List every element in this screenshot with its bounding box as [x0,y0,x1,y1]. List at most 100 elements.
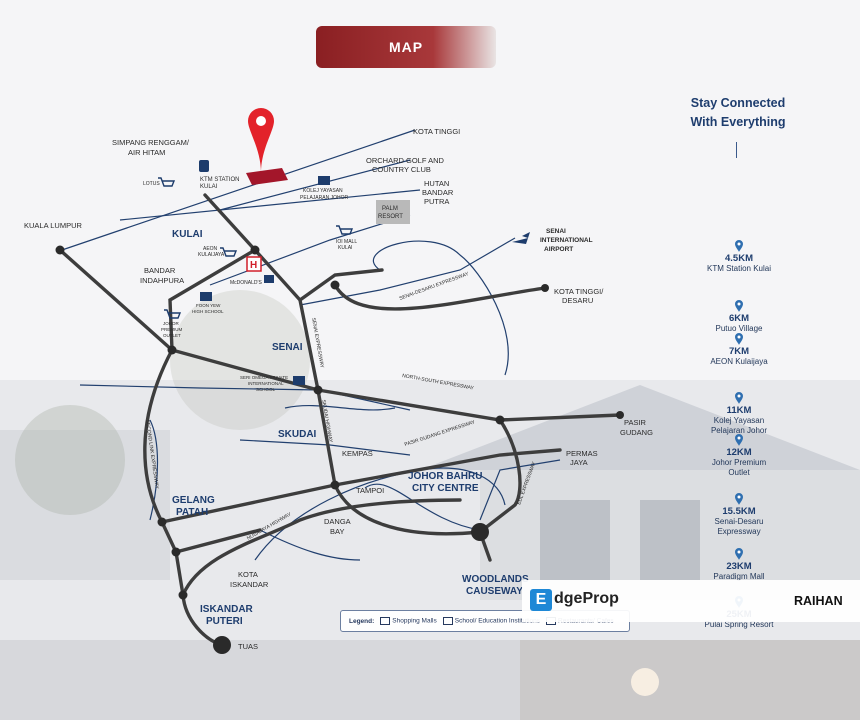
distance-place-2: Expressway [717,527,761,536]
label-hutan: HUTAN [424,179,449,188]
location-pin-icon [735,548,743,560]
label-country-club: COUNTRY CLUB [372,165,431,174]
distance-place: Senai-Desaru [714,517,764,526]
label-seri-omega: SERI OMEGA PRIVATE [240,375,288,380]
label-danga: DANGA [324,517,351,526]
school-icon [442,617,453,625]
location-pin-icon [735,333,743,345]
area-gelang-patah: GELANG [172,495,215,506]
location-pin-icon [735,392,743,404]
distance-place: KTM Station Kulai [706,264,772,273]
distance-place: Johor Premium [711,458,767,467]
label-kulaijaya: KULAIJAYA [198,252,225,258]
road-north-south: NORTH-SOUTH EXPRESSWAY [402,373,475,392]
area-kulai: KULAI [172,229,203,240]
label-palm: PALM [382,206,398,212]
location-pin-icon [735,300,743,312]
label-airport: AIRPORT [544,246,573,253]
label-desaru: DESARU [562,296,593,305]
legend-schools-label: School/ Education Institutions [454,617,541,625]
distance-place-2: Pelajaran Johor [710,426,768,435]
distance-place: Putuo Village [715,324,763,333]
label-indahpura: INDAHPURA [140,276,184,285]
area-woodlands-2: CAUSEWAY [466,586,523,597]
label-high-school: HIGH SCHOOL [192,309,224,314]
area-jb-city: JOHOR BAHRU [408,471,482,482]
map-title: MAP [316,26,496,68]
label-simpang-renggam: SIMPANG RENGGAM/ [112,138,190,147]
label-foon-yew: FOON YEW [196,303,221,308]
label-international: INTERNATIONAL [540,237,593,244]
label-mcdonalds: McDONALD'S [230,280,262,286]
label-kota-iskandar: ISKANDAR [230,580,269,589]
label-ioi: IOI MALL [336,239,357,245]
label-orchard: ORCHARD GOLF AND [366,156,445,165]
area-jb-city-2: CITY CENTRE [412,483,479,494]
road-pasir-gudang: PASIR GUDANG EXPRESSWAY [404,419,477,448]
edgeprop-logo-icon: E [530,589,552,611]
legend-schools: School/ Education Institutions [442,617,541,625]
location-pin-icon [246,108,288,185]
area-iskandar-puteri-2: PUTERI [206,616,243,627]
label-bandar: BANDAR [422,188,454,197]
school-icon [200,176,330,385]
distance-place: Kolej Yayasan [713,416,765,425]
distance-place-2: Outlet [728,468,750,477]
label-air-hitam: AIR HITAM [128,148,165,157]
label-putra: PUTRA [424,197,449,206]
label-jaya: JAYA [570,458,588,467]
area-senai: SENAI [272,342,303,353]
distance-km: 15.5KM [722,506,756,517]
sidebar-heading-line-1: Stay Connected [690,96,786,110]
hospital-icon: H [246,256,262,272]
label-bandar-indahpura: BANDAR [144,266,176,275]
watermark-banner [522,580,860,622]
road-senai-desaru: SENAI-DESARU EXPRESSWAY [399,271,471,302]
label-resort: RESORT [378,214,403,220]
location-pin-icon [735,240,743,252]
label-ioi-kulai: KULAI [338,245,352,251]
distance-km: 23KM [726,561,752,572]
sidebar-divider [736,142,737,158]
area-skudai: SKUDAI [278,429,317,440]
legend-title: Legend: [349,617,375,625]
sidebar-heading-line-2: With Everything [690,115,786,129]
ktm-train-icon [199,160,209,172]
shopping-cart-icon [380,617,391,625]
shopping-cart-icon [158,177,354,319]
sidebar-heading: Stay Connected With Everything [670,94,806,132]
label-permas: PERMAS [566,449,598,458]
svg-text:H: H [250,260,257,271]
label-ktm-kulai: KULAI [200,184,218,190]
label-lotus: LOTUS [143,181,160,187]
location-pin-icon [735,493,743,505]
label-johor: JOHOR [163,321,180,326]
legend-malls: Shopping Malls [380,617,437,625]
label-pasir-gudang: PASIR [624,418,647,427]
area-woodlands: WOODLANDS [462,574,529,585]
label-kota-tinggi-desaru: KOTA TINGGI/ [554,287,604,296]
label-bay: BAY [330,527,344,536]
distance-km: 11KM [726,405,752,416]
label-premium: PREMIUM [161,327,183,332]
label-school: SCHOOL [256,387,276,392]
label-senai-airport: SENAI [546,228,566,235]
distance-km: 6KM [728,313,750,324]
label-kota: KOTA [238,570,258,579]
airport-icon [512,232,530,244]
distance-km: 7KM [728,346,750,357]
label-kempas: KEMPAS [342,449,373,458]
legend-malls-label: Shopping Malls [392,617,437,625]
junction-dots [55,245,624,654]
major-roads [58,193,622,647]
distance-place: Pulai Spring Resort [704,620,774,629]
agent-name: RAIHAN [794,594,843,608]
